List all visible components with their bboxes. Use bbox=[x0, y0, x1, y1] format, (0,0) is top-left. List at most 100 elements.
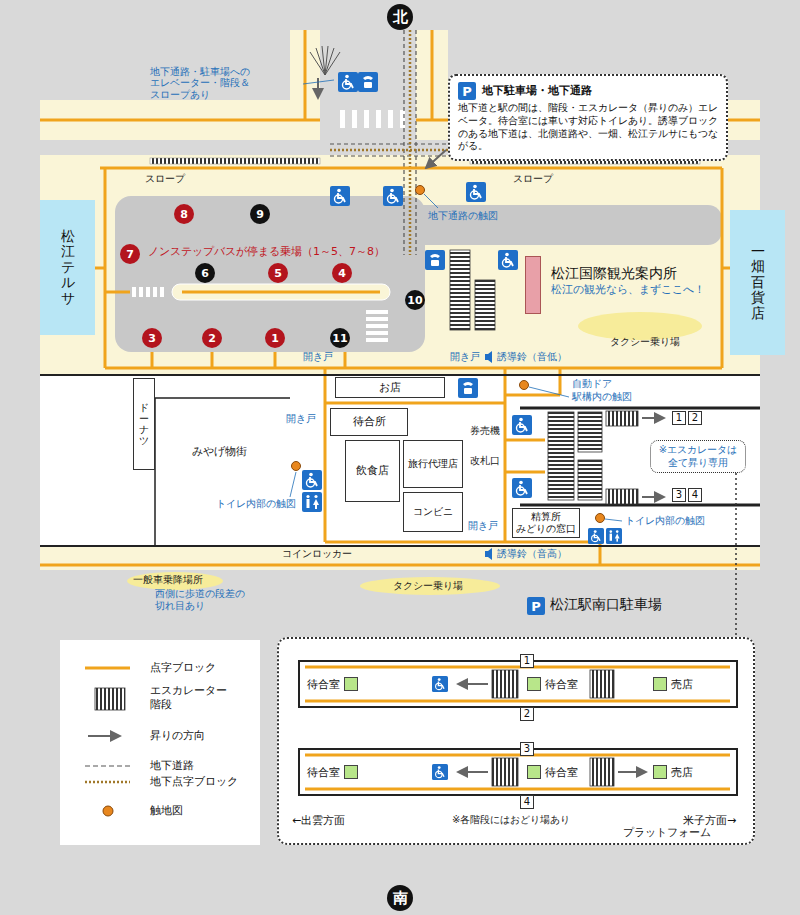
map-label: 開き戸 bbox=[286, 413, 316, 425]
crosswalk bbox=[366, 324, 388, 328]
map-label: 誘導鈴（音高） bbox=[497, 548, 567, 560]
waiting-room: 待合室 bbox=[527, 761, 578, 783]
map-label: 松江駅南口駐車場 bbox=[550, 596, 662, 613]
node-text: 4 bbox=[524, 797, 530, 807]
platform-number: 4 bbox=[688, 488, 702, 502]
bus-terminal bbox=[115, 196, 425, 352]
plaza-stairs bbox=[450, 250, 495, 330]
barrier-free-icon bbox=[606, 528, 622, 544]
platform-number: 1 bbox=[520, 654, 534, 668]
platform-detail: プラットフォーム1待合室待合室売店23待合室待合室売店4 bbox=[277, 637, 755, 845]
crosswalk bbox=[132, 287, 136, 297]
leader-line bbox=[290, 472, 296, 497]
bus-stop: 7 bbox=[120, 244, 140, 264]
node-text: 地下道と駅の間は、階段・エスカレータ（昇りのみ）エレベータ。待合室には車いす対応… bbox=[458, 102, 718, 153]
map-label: スロープ bbox=[513, 173, 553, 185]
note-box: ※エスカレータは全て昇り専用 bbox=[650, 440, 746, 473]
braille-block bbox=[152, 352, 345, 368]
bus-terminal bbox=[400, 205, 722, 245]
guide-bell-icon bbox=[485, 548, 492, 560]
platform-number: 2 bbox=[688, 411, 702, 425]
compass-marker: 北 bbox=[387, 4, 413, 30]
crosswalk bbox=[388, 110, 393, 128]
waiting-room: 待合室 bbox=[307, 673, 358, 695]
map-label: ←出雲方面 bbox=[292, 814, 345, 827]
waiting-room: 待合室 bbox=[527, 673, 578, 695]
kiosk: 売店 bbox=[653, 761, 693, 783]
legend-panel bbox=[85, 781, 130, 784]
legend-entry: 点字ブロック bbox=[150, 661, 216, 675]
platform-detail bbox=[492, 670, 518, 698]
platform-detail bbox=[432, 676, 448, 692]
leader-line bbox=[424, 194, 438, 208]
map-label: 地下通路・駐車場への エレベーター・階段＆スロープあり bbox=[150, 66, 305, 100]
crosswalk bbox=[340, 110, 405, 128]
platform-number: 3 bbox=[520, 742, 534, 756]
node-text: 4 bbox=[692, 490, 698, 500]
node-text: 精算所 みどりの窓口 bbox=[515, 511, 577, 535]
slope bbox=[150, 158, 320, 164]
node-text: 飲食店 bbox=[356, 464, 389, 477]
crosswalk bbox=[160, 287, 164, 297]
shop-box: ドーナツ bbox=[133, 378, 155, 470]
node-text: 2 bbox=[208, 333, 216, 344]
crosswalk bbox=[146, 287, 150, 297]
node-text: 7 bbox=[126, 249, 134, 260]
braille-block bbox=[325, 368, 600, 565]
bus-stop: 10 bbox=[405, 290, 425, 310]
node-text: 旅行代理店 bbox=[408, 458, 458, 470]
legend-text: 地下点字ブロック bbox=[150, 775, 238, 788]
building: 一畑百貨店 bbox=[730, 210, 785, 355]
shop-box: お店 bbox=[335, 377, 445, 398]
bus-stop: 2 bbox=[202, 328, 222, 348]
taxi-area bbox=[127, 572, 223, 590]
legend-entry: エスカレーター 階段 bbox=[150, 684, 232, 713]
tactile-map-dot bbox=[596, 514, 605, 523]
map-label: 自動ドア bbox=[572, 378, 612, 390]
map-label: 改札口 bbox=[470, 455, 500, 467]
map-label: コインロッカー bbox=[282, 548, 352, 560]
node-text: 売店 bbox=[671, 765, 693, 780]
tactile-map-dot bbox=[520, 381, 529, 390]
crosswalk bbox=[153, 287, 157, 297]
barrier-free-icon bbox=[358, 72, 378, 92]
room-marker bbox=[653, 677, 667, 691]
tactile-map-dot bbox=[292, 186, 605, 523]
barrier-free-icon bbox=[466, 182, 486, 202]
node-text: P bbox=[531, 600, 541, 613]
leader-line bbox=[303, 80, 334, 84]
crosswalk bbox=[376, 110, 381, 128]
parking-icon: P bbox=[458, 82, 476, 100]
tactile-map-dot bbox=[292, 462, 301, 471]
node-text: 5 bbox=[274, 268, 282, 279]
barrier-free-icon bbox=[302, 492, 322, 512]
node-text: 北 bbox=[393, 10, 408, 25]
platform-detail bbox=[277, 637, 755, 845]
legend-panel bbox=[95, 688, 125, 710]
node-text: 1 bbox=[676, 413, 682, 423]
room-marker bbox=[344, 677, 358, 691]
node-text: 10 bbox=[407, 295, 422, 306]
map-label: 券売機 bbox=[470, 425, 500, 437]
plaza-stairs bbox=[450, 250, 470, 330]
barrier-free-icon bbox=[588, 528, 604, 544]
node-text: 2 bbox=[524, 709, 530, 719]
station-stairs bbox=[548, 412, 574, 500]
platform-detail bbox=[618, 771, 646, 773]
crosswalk bbox=[352, 110, 357, 128]
braille-block bbox=[95, 168, 730, 368]
node-text: 2 bbox=[692, 413, 698, 423]
crosswalk bbox=[400, 110, 405, 128]
crosswalk bbox=[366, 310, 388, 314]
legend-panel bbox=[88, 735, 120, 737]
station-building bbox=[40, 375, 760, 546]
shop-box: コンビニ bbox=[403, 492, 463, 532]
node-text: ※エスカレータは全て昇り専用 bbox=[654, 444, 742, 469]
map-label: 開き戸 bbox=[303, 351, 333, 363]
up-arrow bbox=[317, 78, 319, 98]
node-text: 11 bbox=[332, 333, 347, 344]
node-text: 待合所 bbox=[353, 415, 386, 428]
bus-stop: 1 bbox=[265, 328, 285, 348]
barrier-free-icon bbox=[512, 478, 532, 498]
node-text: P bbox=[462, 85, 472, 98]
